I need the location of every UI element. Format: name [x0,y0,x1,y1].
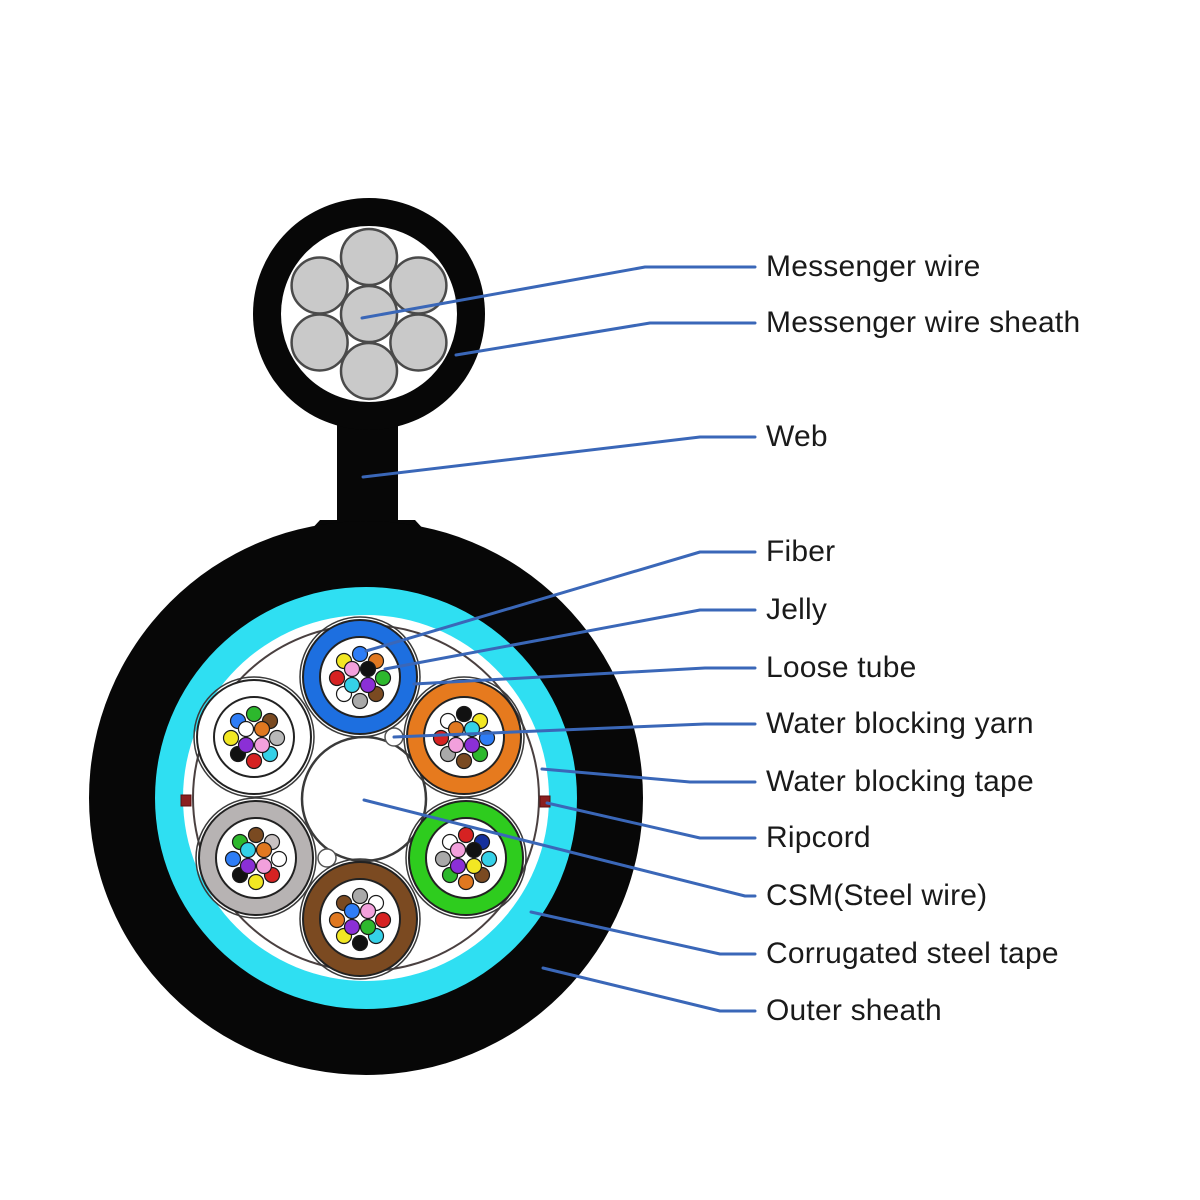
fiber-dot [457,873,475,891]
label-water-blocking-tape: Water blocking tape [766,765,1034,798]
loose-tube-slate-outline [195,797,317,919]
fiber-dot [351,692,369,710]
fiber-dot [359,660,377,678]
leader-line-3 [364,550,757,653]
messenger-wire [339,227,399,287]
fiber-dot [237,736,255,754]
fiber-dot [328,911,346,929]
label-fiber: Fiber [766,535,836,568]
fiber-dot [359,918,377,936]
fiber-dot [343,918,361,936]
fiber-dot [457,826,475,844]
fiber-dot [343,676,361,694]
label-web: Web [766,420,828,453]
fiber-dot [434,850,452,868]
label-outer-sheath: Outer sheath [766,994,942,1027]
fiber-dot [449,841,467,859]
fiber-dot [351,934,369,952]
fiber-dot [224,850,242,868]
fiber-dot [351,887,369,905]
leader-line-7 [540,767,757,784]
leader-line-0 [360,265,757,320]
fiber-dot [463,736,481,754]
water-blocking-yarn [317,848,337,868]
fiber-dot [237,720,255,738]
fiber-dot [465,841,483,859]
fiber-dot [239,857,257,875]
loose-tube-blue-outline [299,616,421,738]
fiber-dot [351,645,369,663]
fiber-dot [245,752,263,770]
fiber-dot [268,729,286,747]
messenger-wire [389,313,448,372]
fiber-dot [253,720,271,738]
fiber-dot [447,720,465,738]
label-loose-tube: Loose tube [766,651,917,684]
fiber-dot [255,857,273,875]
fiber-dot [480,850,498,868]
messenger-wire [290,313,349,372]
fiber-dot [222,729,240,747]
fiber-dot [447,736,465,754]
leader-line-5 [412,666,757,686]
fiber-dot [455,705,473,723]
ripcord [180,794,192,807]
leader-line-2 [361,435,757,479]
loose-tube-green-outline [405,797,527,919]
fiber-dot [359,902,377,920]
messenger-wire [339,341,399,401]
leader-line-9 [362,798,757,898]
fiber-dot [270,850,288,868]
label-messenger-wire: Messenger wire [766,250,981,283]
label-messenger-wire-sheath: Messenger wire sheath [766,306,1081,339]
loose-tube-brown-outline [299,858,421,980]
leader-line-4 [383,608,757,671]
fiber-dot [449,857,467,875]
loose-tube-white-outline [193,676,315,798]
leader-line-11 [541,966,757,1013]
fiber-dot [343,660,361,678]
fiber-dot [253,736,271,754]
fiber-dot [247,826,265,844]
fiber-dot [343,902,361,920]
fiber-dot [239,841,257,859]
leader-line-10 [529,910,757,956]
fiber-dot [465,857,483,875]
fiber-dot [255,841,273,859]
fiber-dot [245,705,263,723]
fiber-dot [455,752,473,770]
label-corrugated-steel-tape: Corrugated steel tape [766,937,1059,970]
label-csm-steel-wire: CSM(Steel wire) [766,879,988,912]
ripcord [539,795,551,808]
messenger-wire [290,256,349,315]
label-jelly: Jelly [766,593,828,626]
leader-line-6 [392,722,757,739]
label-ripcord: Ripcord [766,821,871,854]
fiber-dot [374,911,392,929]
label-water-blocking-yarn: Water blocking yarn [766,707,1034,740]
fiber-dot [374,669,392,687]
leader-line-1 [454,321,757,357]
fiber-dot [247,873,265,891]
leader-line-8 [545,801,757,840]
fiber-dot [432,729,450,747]
fiber-dot [359,676,377,694]
fiber-dot [328,669,346,687]
